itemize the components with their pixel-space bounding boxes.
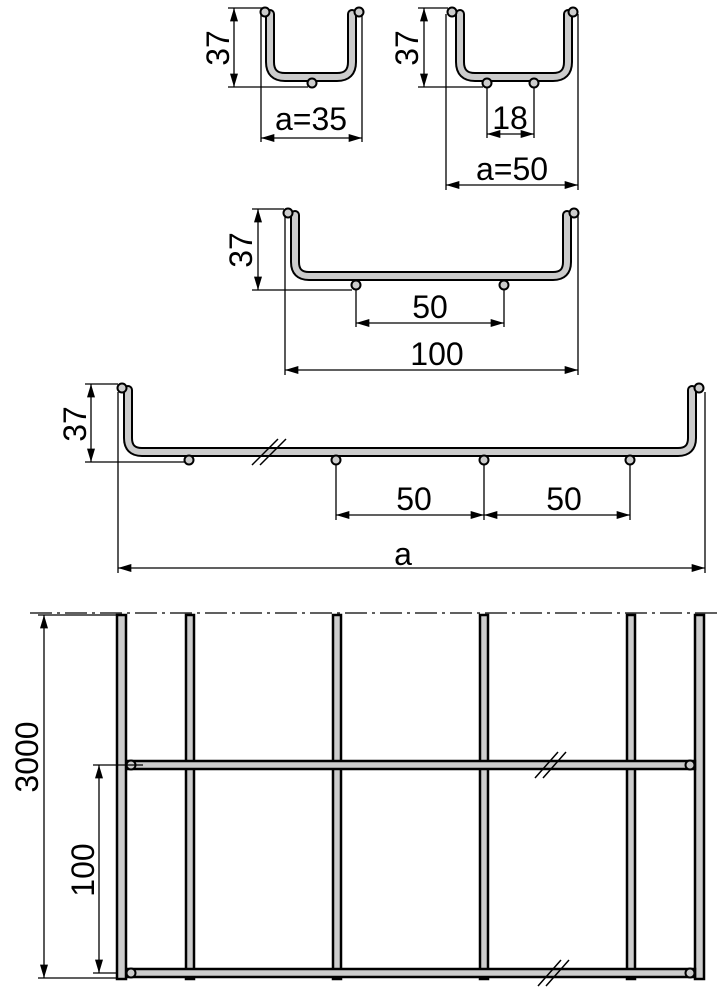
pitch-label: 100 [65,843,101,896]
pitch-label: 18 [492,100,528,136]
profile-a50: 37 18 a=50 [389,6,579,190]
pitch-label-1: 50 [396,481,432,517]
width-label: a=35 [275,101,347,137]
length-label: 3000 [9,721,45,792]
width-label: a=50 [476,151,548,187]
height-label: 37 [223,232,259,268]
height-label: 37 [57,406,93,442]
plan-view: 3000 100 [9,612,722,987]
width-label: 100 [410,336,463,372]
width-label: a [394,536,412,572]
height-label: 37 [389,30,425,66]
pitch-label-2: 50 [546,481,582,517]
profile-a35: 37 a=35 [200,6,365,142]
profile-a: 37 50 50 a [57,382,706,573]
profile-100: 37 50 100 [223,207,580,375]
pitch-label: 50 [412,289,448,325]
height-label: 37 [200,30,236,66]
